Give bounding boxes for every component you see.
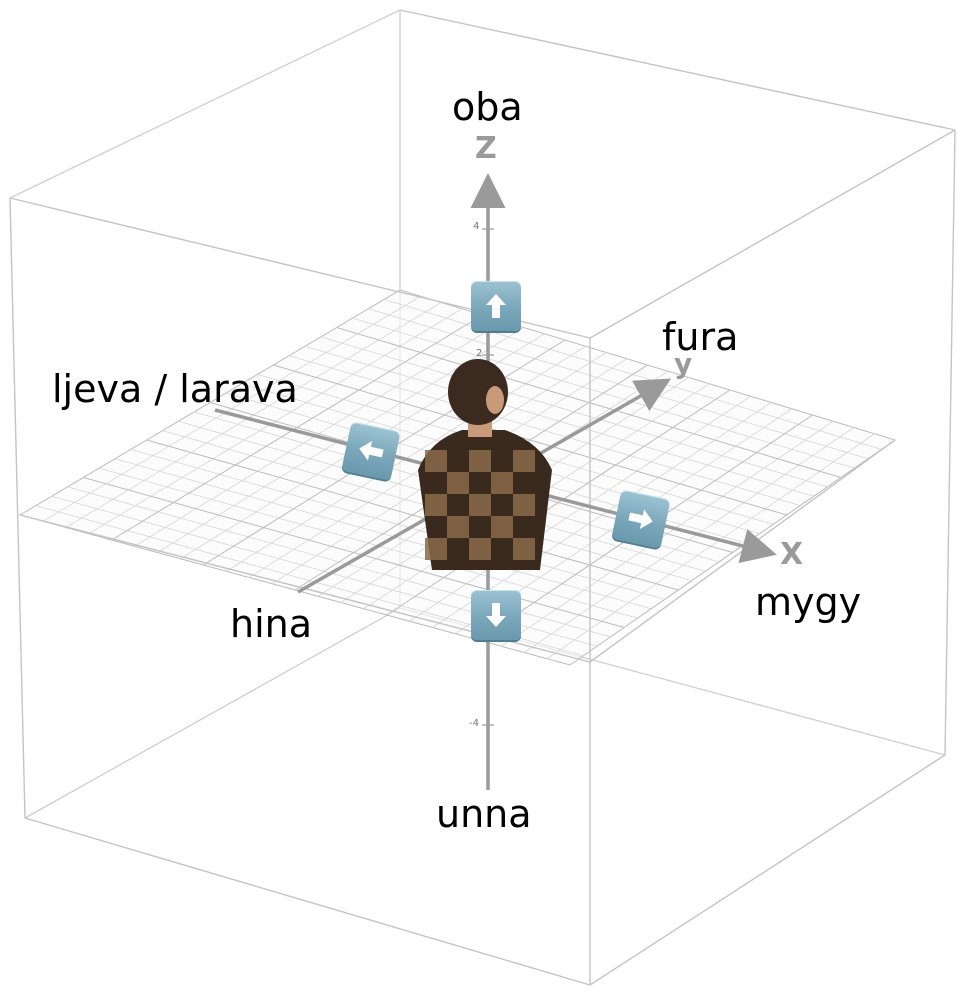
label-down: unna — [436, 792, 532, 836]
arrow-left-icon — [359, 441, 384, 461]
arrow-down-key[interactable] — [471, 590, 521, 640]
arrow-right-icon — [628, 509, 653, 529]
z-ticks — [482, 228, 494, 726]
label-left: ljeva / larava — [52, 367, 298, 411]
z-tick-2: 2 — [476, 348, 483, 359]
label-right: mygy — [755, 580, 862, 624]
label-up: oba — [452, 85, 523, 129]
person-figure — [418, 359, 552, 570]
y-axis-letter: y — [674, 347, 693, 380]
arrow-up-key[interactable] — [471, 281, 521, 331]
z-axis-letter: Z — [475, 131, 497, 166]
x-axis-letter: X — [780, 537, 804, 572]
arrow-right-key[interactable] — [611, 489, 671, 549]
label-forward: fura — [662, 315, 739, 359]
z-tick-neg4: -4 — [469, 718, 479, 729]
label-back: hina — [230, 602, 313, 646]
z-tick-4: 4 — [473, 221, 480, 232]
arrow-down-icon — [486, 603, 506, 627]
arrow-left-key[interactable] — [341, 421, 401, 481]
arrow-up-icon — [486, 294, 506, 318]
